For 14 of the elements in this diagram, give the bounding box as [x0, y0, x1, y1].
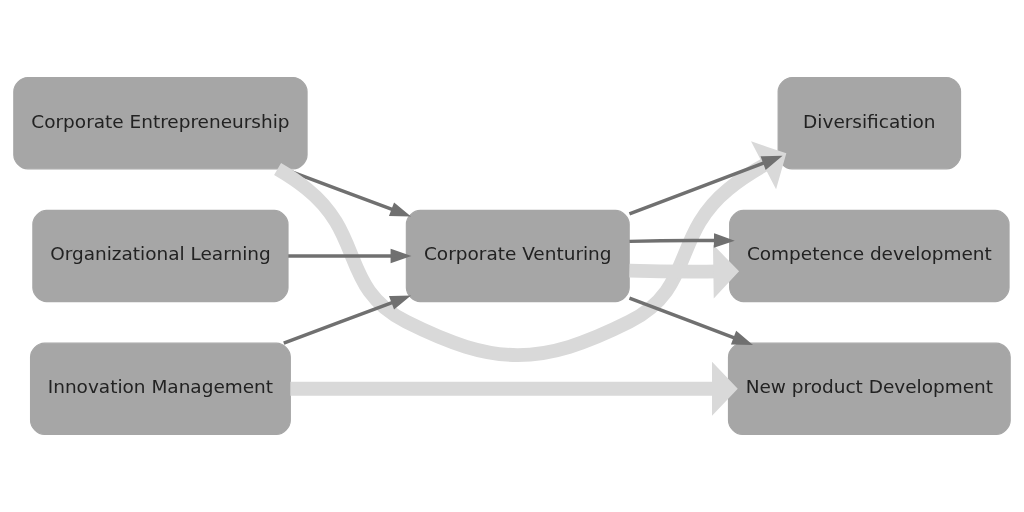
node-box: Competence development	[729, 209, 1010, 303]
node-box: Organizational Learning	[32, 209, 289, 303]
node-box: Corporate Venturing	[405, 209, 630, 303]
arrow	[290, 361, 738, 416]
arrow	[283, 295, 411, 345]
arrow	[629, 233, 735, 248]
node-box: New product Development	[727, 342, 1011, 435]
node-box: Diversification	[777, 77, 962, 170]
arrow	[274, 141, 787, 362]
arrow	[628, 296, 753, 345]
arrow	[628, 155, 783, 216]
node-box: Innovation Management	[29, 342, 291, 435]
node-box: Corporate Entrepreneurship	[13, 77, 308, 170]
arrow	[288, 248, 412, 264]
